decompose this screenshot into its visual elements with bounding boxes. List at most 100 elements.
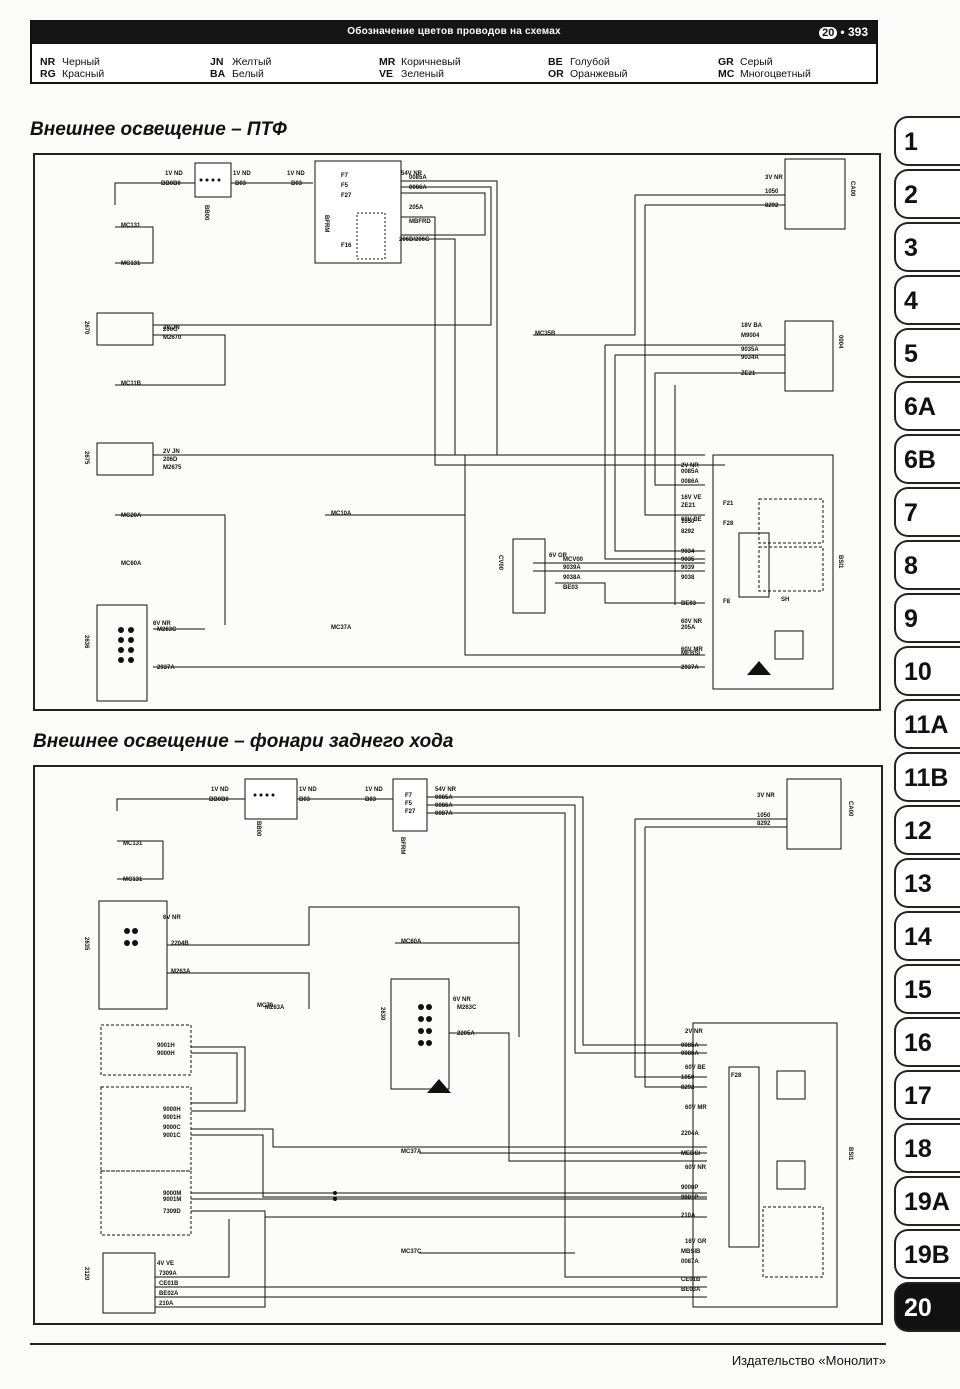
wire-label: 8292 <box>681 1085 695 1091</box>
component-label: 2670 <box>83 321 89 335</box>
tab-17[interactable]: 17 <box>894 1070 960 1120</box>
ca00-box <box>784 158 846 230</box>
component-label: BB00 <box>255 821 261 837</box>
wire-label: 9000H <box>163 1107 181 1113</box>
wire-label: M263A <box>265 1005 285 1011</box>
wire-label: BE03A <box>681 1287 701 1293</box>
tab-4[interactable]: 4 <box>894 275 960 325</box>
tab-3[interactable]: 3 <box>894 222 960 272</box>
legend-title: Обозначение цветов проводов на схемах <box>347 26 561 37</box>
tab-5[interactable]: 5 <box>894 328 960 378</box>
tab-1[interactable]: 1 <box>894 116 960 166</box>
wire-label: 9001C <box>163 1133 181 1139</box>
ground-label: MC37C <box>401 1249 422 1255</box>
fuse-label: F5 <box>405 801 413 807</box>
wire-label: 0085A <box>435 795 453 801</box>
connector-label: 16V VE <box>681 495 701 501</box>
ground-label: MC70 <box>257 1003 274 1009</box>
tab-2[interactable]: 2 <box>894 169 960 219</box>
connector-label: 60V MR <box>685 1105 707 1111</box>
tab-12[interactable]: 12 <box>894 805 960 855</box>
tab-15[interactable]: 15 <box>894 964 960 1014</box>
connector-label: 54V NR <box>401 171 423 177</box>
tab-9[interactable]: 9 <box>894 593 960 643</box>
tab-11a[interactable]: 11A <box>894 699 960 749</box>
connector-label: 60V NR <box>685 1165 707 1171</box>
publisher-name: Издательство «Монолит» <box>731 1353 886 1368</box>
tab-10[interactable]: 10 <box>894 646 960 696</box>
2675-box <box>96 442 154 476</box>
ground-label: MC60A <box>121 561 142 567</box>
wire-label: MEBSI <box>681 1151 700 1157</box>
fuse-label: F7 <box>341 173 349 179</box>
wire-label: 9038A <box>563 575 581 581</box>
legend-header-bar: Обозначение цветов проводов на схемах 20… <box>32 22 876 44</box>
wire-label: 2937A <box>157 665 175 671</box>
tab-19a[interactable]: 19A <box>894 1176 960 1226</box>
wire-label: BE03 <box>681 601 697 607</box>
tab-6a[interactable]: 6A <box>894 381 960 431</box>
wire-label: 1050 <box>681 519 695 525</box>
fuse-label: F7 <box>405 793 413 799</box>
connector-label: 4V VE <box>157 1261 174 1267</box>
wire-label: BB0B0 <box>161 181 181 187</box>
tab-19b[interactable]: 19B <box>894 1229 960 1279</box>
fuse-label: SH <box>781 597 789 603</box>
connector-label: 1V ND <box>233 171 251 177</box>
connector-label: 2V JN <box>163 449 180 455</box>
section-title-fog-lights: Внешнее освещение – ПТФ <box>30 119 287 140</box>
wire-label: ZE21 <box>681 503 696 509</box>
wire-label: 9039 <box>681 565 695 571</box>
tab-20-active[interactable]: 20 <box>894 1282 960 1332</box>
wire-label: M2670 <box>163 335 182 341</box>
wire-label: 206D/206G <box>399 237 430 243</box>
wire-label: B03 <box>235 181 247 187</box>
fuse-label: F8 <box>723 599 731 605</box>
connector-label: 2V NR <box>685 1029 703 1035</box>
connector-label: 6V NR <box>163 915 181 921</box>
connector-label: 6V NR <box>153 621 171 627</box>
wire-label: 9001H <box>163 1115 181 1121</box>
tab-18[interactable]: 18 <box>894 1123 960 1173</box>
wire-label: 0087A <box>435 811 453 817</box>
wire-label: 210A <box>681 1213 696 1219</box>
wire-label: 205A <box>409 205 424 211</box>
wire-label: 9035 <box>681 557 695 563</box>
tab-16[interactable]: 16 <box>894 1017 960 1067</box>
page-number-value: 393 <box>847 25 868 39</box>
bfrm-box <box>314 160 402 264</box>
diagram2-svg: BB00BFRMCA0026352630BSI12120MC131MC131MC… <box>83 778 853 1314</box>
fuse-label: F5 <box>341 183 349 189</box>
tab-14[interactable]: 14 <box>894 911 960 961</box>
tab-11b[interactable]: 11B <box>894 752 960 802</box>
wire-label: BB0B0 <box>209 797 229 803</box>
wire-label: MEBSI <box>681 651 700 657</box>
wire-label: 210A <box>159 1301 174 1307</box>
wire-label: 0085A <box>681 1043 699 1049</box>
tab-6b[interactable]: 6B <box>894 434 960 484</box>
tab-8[interactable]: 8 <box>894 540 960 590</box>
connector-label: 6V GR <box>549 553 568 559</box>
wire-label: 9034 <box>681 549 695 555</box>
connector-label: 60V BE <box>681 517 702 523</box>
wire-label: M2675 <box>163 465 182 471</box>
wire-label: 1050 <box>765 189 779 195</box>
fuse-label: F27 <box>341 193 352 199</box>
cv00-box <box>512 538 546 614</box>
wire-label: 206G <box>163 327 178 333</box>
fuse-label: F28 <box>731 1073 742 1079</box>
tab-13[interactable]: 13 <box>894 858 960 908</box>
tab-7[interactable]: 7 <box>894 487 960 537</box>
wire-label: 9000P <box>681 1185 698 1191</box>
ground-label: MC131 <box>121 223 141 229</box>
wire-label: 9001P <box>681 1195 698 1201</box>
wire-label: 1050 <box>757 813 771 819</box>
component-label: 2636 <box>83 635 89 649</box>
wire-label: 205A <box>681 625 696 631</box>
component-label: BFRM <box>399 837 405 854</box>
wire-label: 2205A <box>457 1031 475 1037</box>
